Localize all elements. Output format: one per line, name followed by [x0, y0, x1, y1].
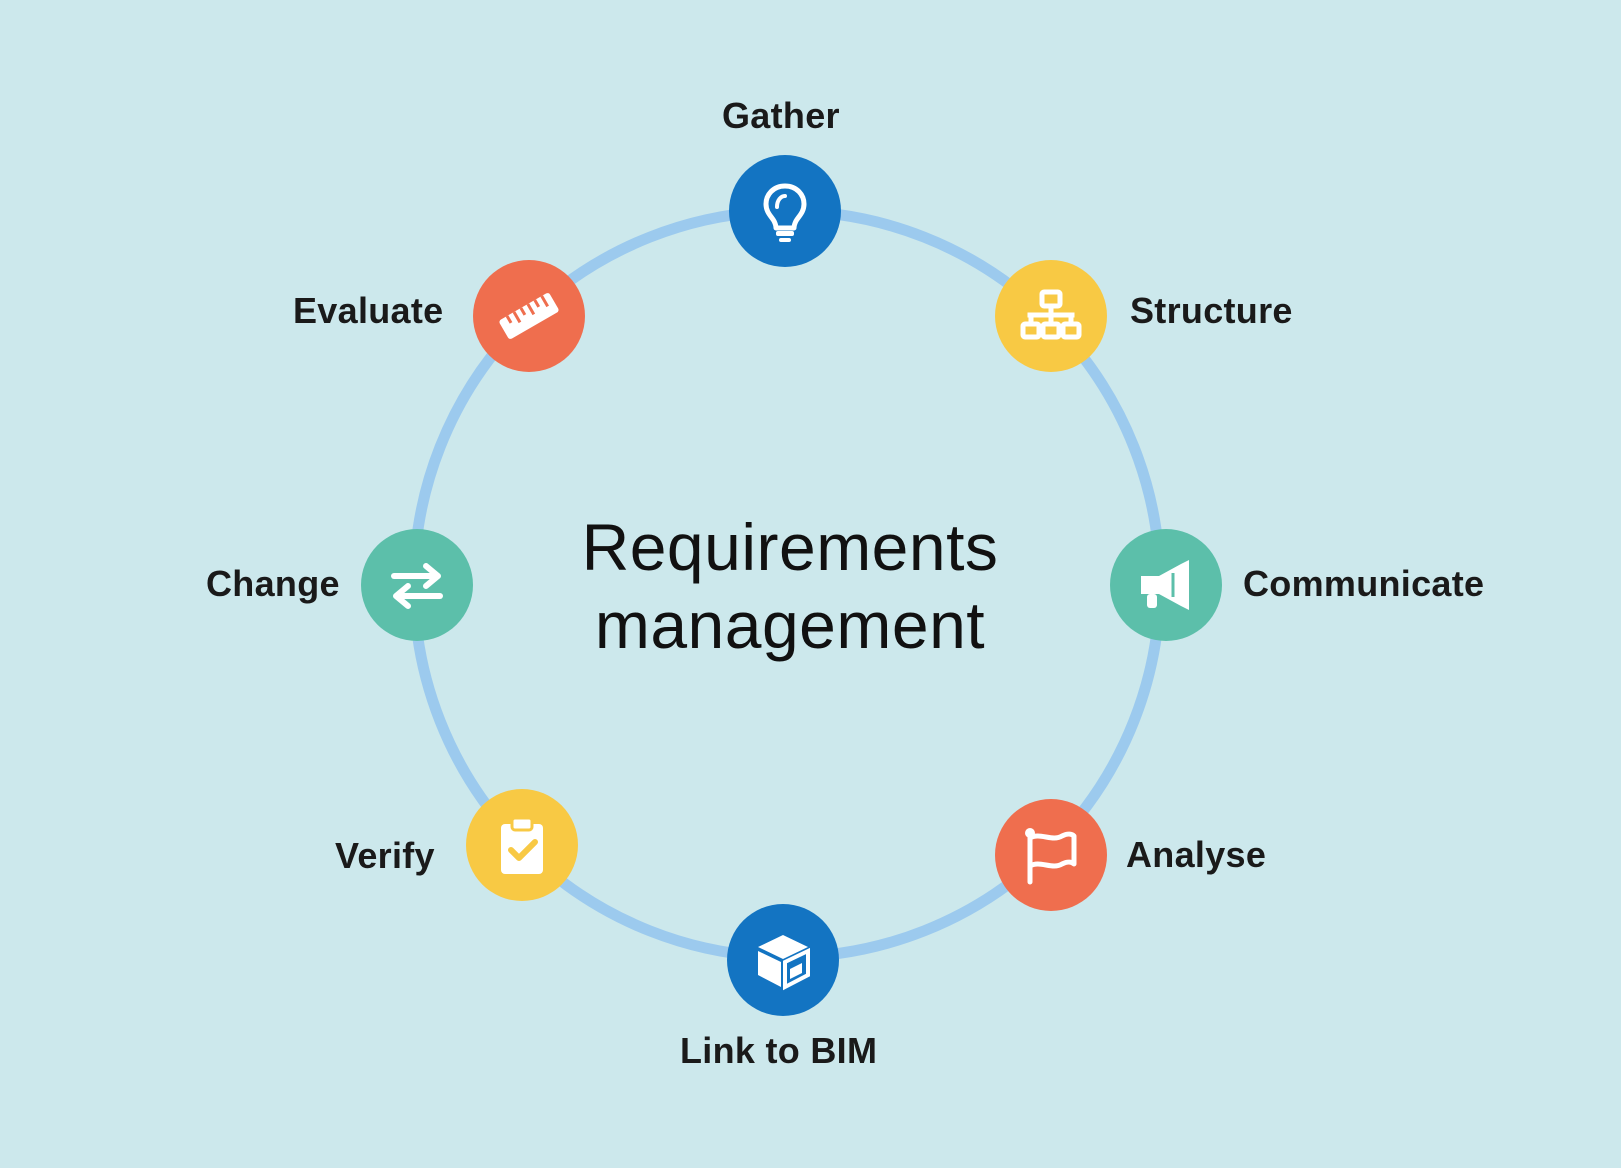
step-communicate-label: Communicate: [1243, 563, 1485, 604]
cube-icon: [758, 935, 810, 991]
step-evaluate-node: [473, 260, 585, 372]
step-verify-label: Verify: [335, 835, 435, 876]
step-structure-node: [995, 260, 1107, 372]
step-link-to-bim-label: Link to BIM: [680, 1030, 878, 1071]
step-evaluate-label: Evaluate: [293, 290, 444, 331]
step-communicate-node: [1110, 529, 1222, 641]
hierarchy-icon: [1020, 289, 1082, 340]
title-line-1: Requirements: [581, 510, 999, 584]
flag-icon: [1025, 828, 1077, 885]
megaphone-icon: [1141, 560, 1189, 610]
title-line-2: management: [594, 588, 986, 662]
step-structure-label: Structure: [1130, 290, 1293, 331]
step-analyse-label: Analyse: [1126, 834, 1267, 875]
step-gather-label: Gather: [722, 95, 840, 136]
step-link-to-bim-node: [727, 904, 839, 1016]
step-change-node: [361, 529, 473, 641]
diagram-title: Requirements management: [540, 508, 1040, 664]
step-gather-node: [729, 155, 841, 267]
lightbulb-icon: [763, 183, 807, 242]
step-verify-node: [466, 789, 578, 901]
step-change-label: Change: [206, 563, 340, 604]
swap-arrows-icon: [391, 563, 443, 609]
ruler-icon: [499, 293, 559, 339]
step-analyse-node: [995, 799, 1107, 911]
clipboard-check-icon: [501, 816, 543, 874]
